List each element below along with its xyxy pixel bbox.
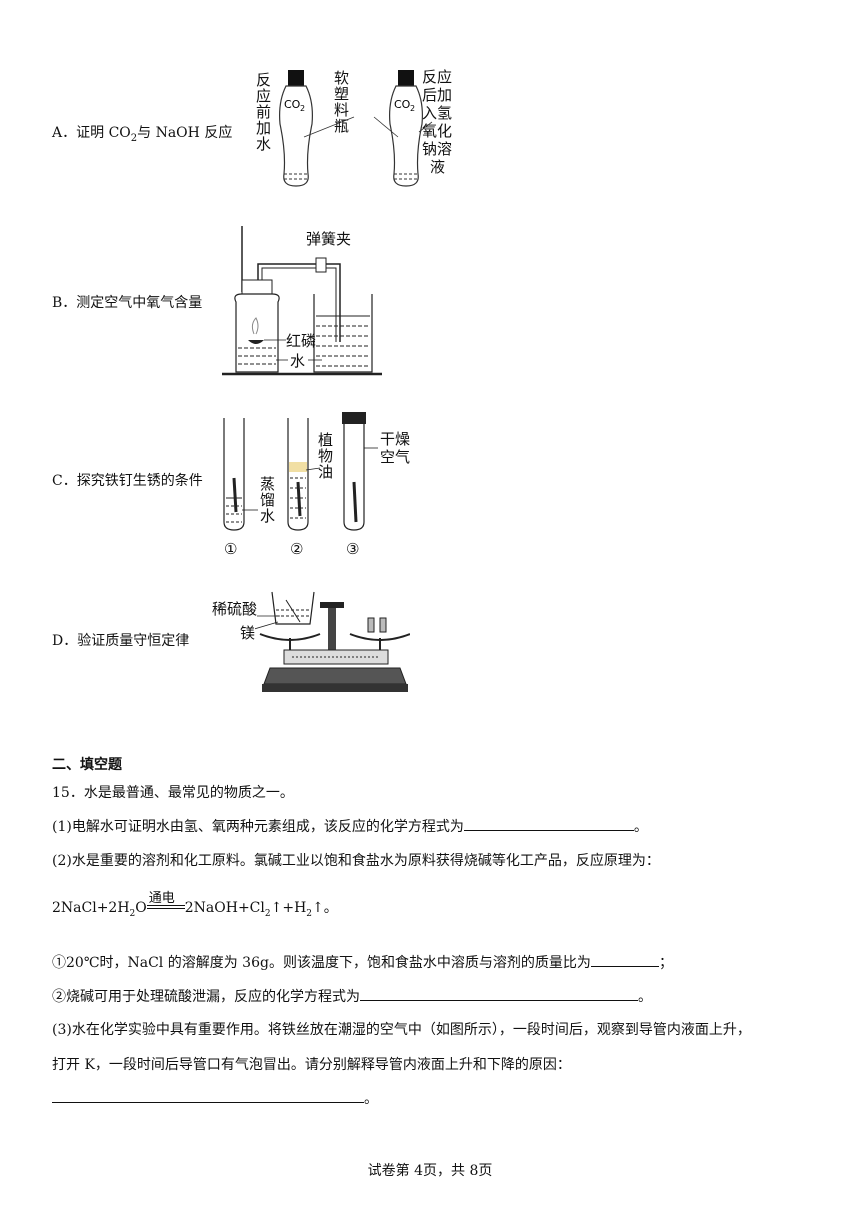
label-distilled-water: 蒸馏水: [258, 476, 276, 524]
option-d: D．验证质量守恒定律: [52, 630, 189, 650]
q15-part3-line2: 打开 K，一段时间后导管口有气泡冒出。请分别解释导管内液面上升和下降的原因：: [52, 1057, 571, 1073]
option-b-text: 测定空气中氧气含量: [76, 295, 203, 311]
answer-blank-3[interactable]: [360, 986, 638, 1001]
oxygen-apparatus-svg: [222, 226, 382, 376]
answer-blank-4[interactable]: [52, 1088, 364, 1103]
answer-blank-1[interactable]: [463, 816, 634, 831]
option-b-letter: B．: [52, 295, 77, 311]
label-red-phosphorus: 红磷: [286, 332, 317, 350]
q15-part2: (2)水是重要的溶剂和化工原料。氯碱工业以饱和食盐水为原料获得烧碱等化工产品，反…: [52, 853, 660, 869]
label-spring-clip: 弹簧夹: [306, 230, 352, 248]
q15-sub2: ②烧碱可用于处理硫酸泄漏，反应的化学方程式为。: [52, 986, 652, 1006]
option-c-letter: C．: [52, 473, 77, 489]
answer-blank-2[interactable]: [590, 952, 659, 967]
label-magnesium: 镁: [240, 622, 256, 643]
option-a-text: 证明 CO2与 NaOH 反应: [76, 125, 233, 144]
option-c: C．探究铁钉生锈的条件: [52, 470, 203, 490]
label-water: 水: [290, 352, 306, 370]
q15-stem: 15．水是最普通、最常见的物质之一。: [52, 785, 294, 801]
option-a-letter: A．: [52, 125, 77, 141]
figure-d-balance: 稀硫酸 镁: [210, 588, 410, 698]
section-title-fill-in: 二、填空题: [52, 757, 122, 773]
option-a: A．证明 CO2与 NaOH 反应: [52, 122, 232, 144]
electrolysis-condition: 通电: [146, 891, 185, 915]
option-d-text: 验证质量守恒定律: [77, 633, 190, 649]
label-soft-bottle: 软塑料瓶: [332, 70, 350, 134]
svg-text:CO: CO: [284, 98, 301, 111]
label-before-water: 反应前加水: [254, 72, 272, 152]
q15-part1: (1)电解水可证明水由氢、氧两种元素组成，该反应的化学方程式为。: [52, 816, 648, 836]
svg-text:CO: CO: [394, 98, 411, 111]
figure-b-oxygen: 弹簧夹 红磷 水: [222, 222, 422, 382]
figure-c-rust: 蒸馏水 植物油 干燥空气 ① ② ③: [216, 412, 416, 562]
label-dilute-sulfuric-acid: 稀硫酸: [212, 598, 258, 619]
option-b: B．测定空气中氧气含量: [52, 292, 202, 312]
balance-svg: [243, 591, 410, 692]
option-d-letter: D．: [52, 633, 78, 649]
label-dry-air: 干燥空气: [380, 430, 411, 466]
test-tubes-svg: [223, 412, 378, 531]
option-c-text: 探究铁钉生锈的条件: [76, 473, 203, 489]
label-add-naoh: 反应 后加 入氢 氧化 钠溶 液: [422, 68, 453, 176]
tube-3-number: ③: [346, 540, 360, 558]
page-footer: 试卷第 4页，共 8页: [367, 1163, 493, 1179]
q15-part3-line1: (3)水在化学实验中具有重要作用。将铁丝放在潮湿的空气中（如图所示），一段时间后…: [52, 1022, 751, 1038]
svg-text:2: 2: [410, 104, 415, 113]
svg-text:2: 2: [300, 104, 305, 113]
label-vegetable-oil: 植物油: [316, 432, 334, 480]
tube-1-number: ①: [224, 540, 238, 558]
q15-part3-answer: 。: [52, 1088, 378, 1108]
tube-2-number: ②: [290, 540, 304, 558]
q15-sub1: ①20℃时，NaCl 的溶解度为 36g。则该温度下，饱和食盐水中溶质与溶剂的质…: [52, 952, 673, 972]
